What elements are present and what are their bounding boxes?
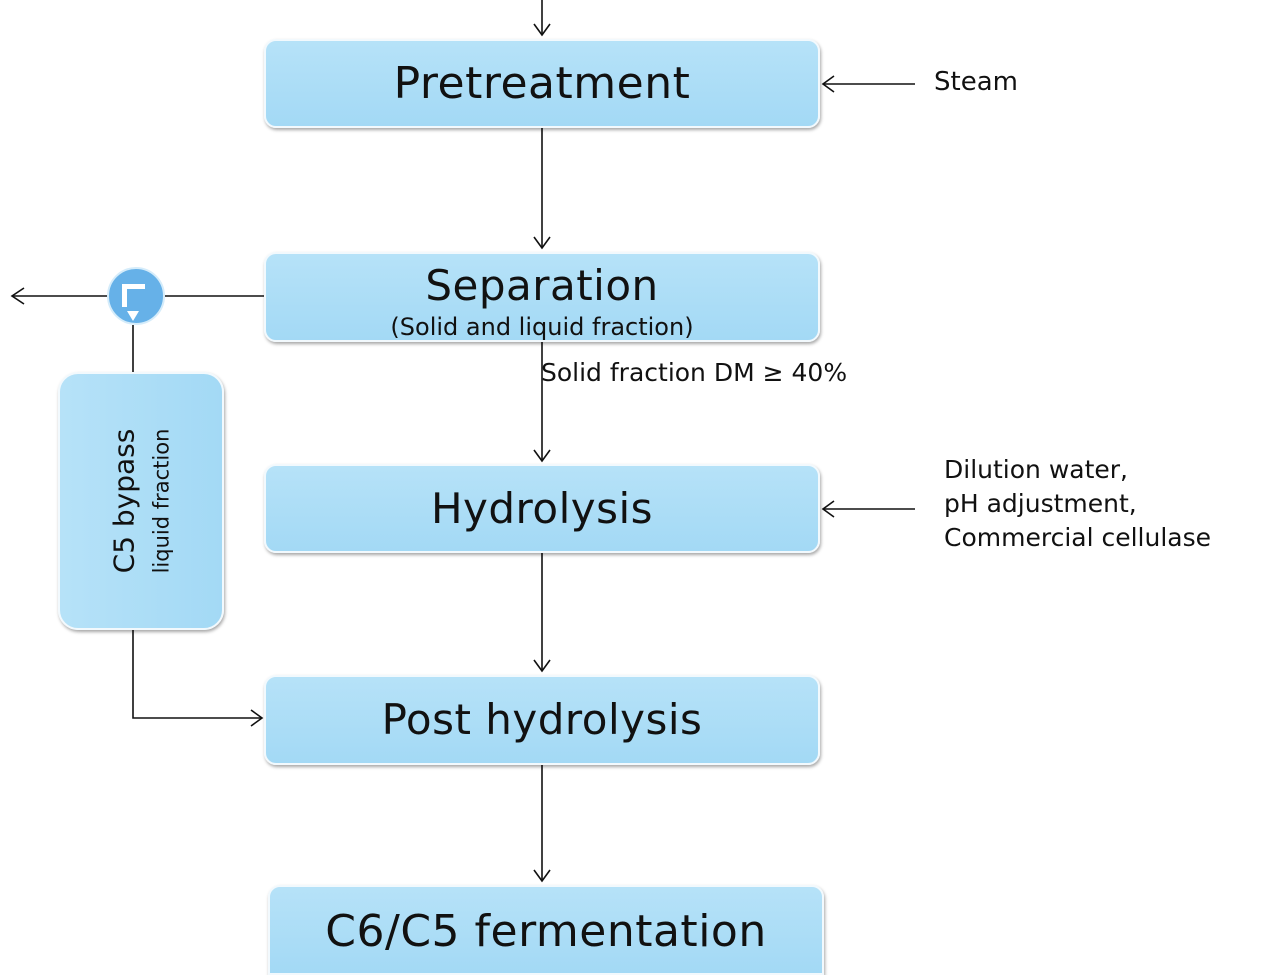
- step-separation-label: Separation: [425, 261, 659, 310]
- arrow-bypass-to-post: [132, 630, 262, 719]
- c5-bypass-box: C5 bypass liquid fraction: [58, 372, 224, 630]
- arrowhead-fermentation: [533, 869, 551, 883]
- hydrolysis-input-line-2: pH adjustment,: [944, 488, 1137, 518]
- c5-bypass-title: C5 bypass: [107, 428, 141, 574]
- step-hydrolysis: Hydrolysis: [264, 464, 820, 553]
- valve-down-mark: [127, 311, 139, 321]
- c5-bypass-text: C5 bypass liquid fraction: [108, 381, 175, 621]
- arrowhead-feed: [533, 23, 551, 37]
- arrowhead-bypass-to-post: [250, 709, 264, 727]
- valve-corner-mark: [122, 284, 145, 307]
- solid-fraction-label: Solid fraction DM ≥ 40%: [541, 358, 848, 387]
- step-post-hydrolysis: Post hydrolysis: [264, 675, 820, 765]
- arrowhead-hydrolysis: [533, 449, 551, 463]
- arrowhead-steam: [821, 75, 835, 93]
- arrowhead-hydrolysis-inputs: [821, 500, 835, 518]
- step-fermentation: C6/C5 fermentation: [268, 885, 824, 975]
- step-pretreatment: Pretreatment: [264, 39, 820, 128]
- step-fermentation-label: C6/C5 fermentation: [325, 906, 767, 957]
- arrowhead-outlet-left: [10, 287, 25, 305]
- step-separation: Separation (Solid and liquid fraction): [264, 252, 820, 342]
- step-pretreatment-label: Pretreatment: [393, 57, 691, 109]
- hydrolysis-input-line-3: Commercial cellulase: [944, 522, 1212, 552]
- arrowhead-separation: [533, 236, 551, 250]
- hydrolysis-inputs-label: Dilution water, pH adjustment, Commercia…: [944, 453, 1211, 554]
- valve-split-glyph: [122, 284, 145, 321]
- arrowhead-post: [533, 659, 551, 673]
- c5-bypass-subtitle: liquid fraction: [149, 428, 174, 574]
- hydrolysis-input-line-1: Dilution water,: [944, 455, 1128, 484]
- steam-input-label: Steam: [934, 67, 1018, 97]
- step-separation-sublabel: (Solid and liquid fraction): [390, 313, 694, 341]
- step-hydrolysis-label: Hydrolysis: [430, 483, 654, 533]
- step-post-hydrolysis-label: Post hydrolysis: [381, 695, 703, 744]
